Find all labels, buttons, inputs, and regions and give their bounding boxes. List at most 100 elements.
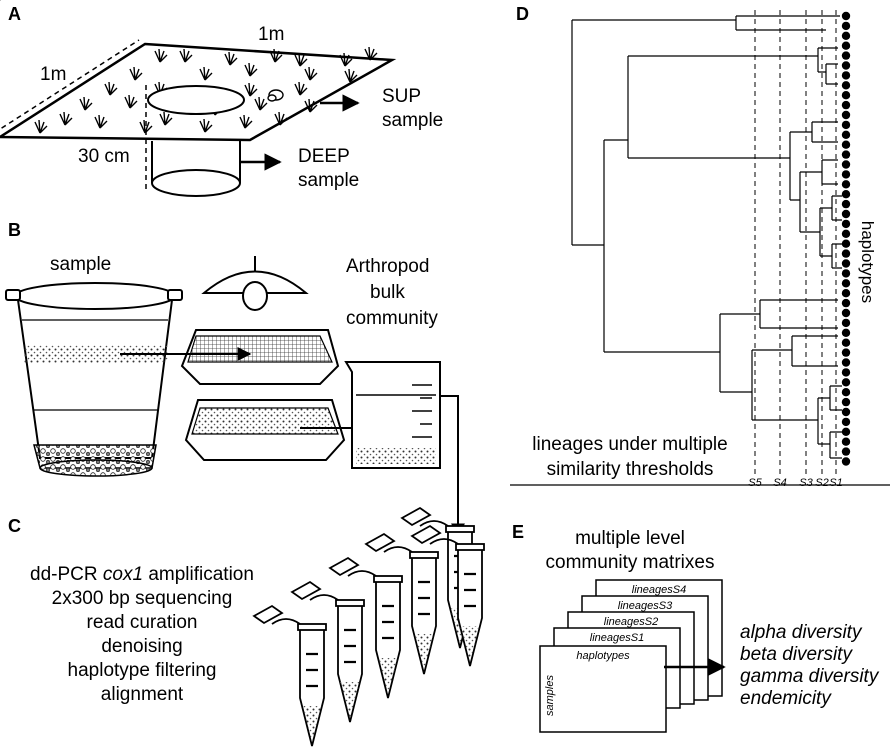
- mesh-tray: [180, 329, 340, 385]
- haplotype-dot: [841, 199, 851, 209]
- threshold-label: S4: [773, 477, 786, 489]
- haplotype-dot: [841, 269, 851, 278]
- panel-d-label: D: [516, 4, 529, 24]
- haplotype-dot: [841, 180, 851, 189]
- haplotype-dot: [841, 437, 851, 446]
- haplotype-dot: [841, 11, 851, 21]
- haplotype-dot: [841, 219, 851, 229]
- haplotype-dot: [841, 279, 851, 288]
- haplotype-dot: [841, 417, 851, 427]
- haplotype-dot: [841, 81, 851, 90]
- dim-left-label: 1m: [40, 64, 66, 85]
- matrix-layer-label: lineagesS3: [618, 600, 673, 612]
- deep-cylinder: [151, 141, 241, 197]
- haplotype-dot: [841, 130, 851, 139]
- haplotypes-axis-label: haplotypes: [858, 221, 877, 303]
- pipeline-steps: dd-PCR cox1 amplification 2x300 bp sequen…: [30, 564, 254, 705]
- panel-c-label: C: [8, 516, 21, 536]
- sup-label-2: sample: [382, 110, 443, 131]
- samples-axis-label: samples: [544, 675, 556, 716]
- threshold-label: S3: [799, 477, 813, 489]
- dim-top-label: 1m: [258, 24, 284, 45]
- haplotype-dot: [841, 31, 851, 40]
- haplotype-dot: [841, 407, 851, 417]
- haplotype-dot: [841, 120, 851, 130]
- pipeline-step-text: amplification: [143, 564, 254, 585]
- haplotype-dot: [841, 298, 851, 308]
- tree-branch: [627, 55, 818, 159]
- diversity-metric: alpha diversity: [740, 622, 863, 643]
- sup-label-1: SUP: [382, 86, 421, 107]
- haplotype-dot: [841, 229, 851, 238]
- haplotype-dot: [841, 338, 851, 347]
- haplotype-dot: [841, 447, 851, 456]
- haplotype-dot: [841, 140, 851, 149]
- pipeline-step-text: dd-PCR: [30, 564, 103, 585]
- bucket: [5, 282, 183, 477]
- haplotype-dot: [841, 91, 851, 100]
- tree-branch: [571, 19, 736, 246]
- haplotype-dot: [841, 328, 851, 337]
- haplotype-dot: [841, 308, 851, 318]
- haplotype-dot: [841, 348, 851, 357]
- panel-e: E multiple level community matrixes line…: [512, 522, 880, 733]
- community-label-2: bulk: [370, 282, 405, 303]
- pcr-tube-icon: [328, 556, 403, 699]
- haplotype-dot: [841, 249, 851, 258]
- tree-branch: [811, 121, 838, 143]
- matrix-layer: [539, 645, 667, 733]
- tree-branch: [603, 139, 720, 353]
- haplotype-dot: [841, 259, 851, 268]
- haplotype-dot: [841, 378, 851, 387]
- tree-branch: [817, 397, 830, 445]
- haplotype-dot: [841, 21, 851, 31]
- haplotype-dot: [841, 71, 851, 80]
- deep-label-2: sample: [298, 170, 359, 191]
- tree-branch: [751, 349, 818, 421]
- pipeline-step: alignment: [101, 684, 184, 705]
- haplotype-dot: [841, 61, 851, 70]
- sample-label: sample: [50, 254, 111, 275]
- haplotype-dot: [841, 51, 851, 60]
- tubes: [252, 506, 485, 747]
- haplotype-dot: [841, 190, 851, 199]
- haplotype-dot: [841, 209, 851, 219]
- lineages-label-1: lineages under multiple: [532, 434, 727, 455]
- lineages-label-2: similarity thresholds: [547, 459, 714, 480]
- beaker-to-tubes-arrow: [440, 395, 465, 538]
- lamp-icon: [201, 256, 309, 311]
- rock-icon: [267, 89, 284, 102]
- haplotype-dot: [841, 41, 851, 50]
- threshold-label: S2: [815, 477, 828, 489]
- pipeline-step: read curation: [87, 612, 198, 633]
- haplotype-tree: [571, 15, 842, 459]
- tree-branch: [789, 131, 812, 201]
- depth-label: 30 cm: [78, 146, 130, 167]
- tree-branch: [817, 47, 838, 85]
- tree-branch: [759, 299, 838, 329]
- deep-label-1: DEEP: [298, 146, 350, 167]
- panel-b-label: B: [8, 220, 21, 240]
- tree-branch: [719, 313, 760, 393]
- haplotype-dot: [841, 368, 851, 377]
- threshold-label: S1: [829, 477, 842, 489]
- haplotype-dot: [841, 318, 851, 328]
- pipeline-step: dd-PCR cox1 amplification: [30, 564, 254, 585]
- haplotype-dot: [841, 358, 851, 367]
- haplotype-dot: [841, 170, 851, 179]
- pipeline-step: 2x300 bp sequencing: [52, 588, 233, 609]
- beaker: [344, 361, 441, 469]
- panel-a-label: A: [8, 4, 21, 24]
- haplotype-dot: [841, 457, 851, 466]
- matrix-stack: lineagesS4lineagesS3lineagesS2lineagesS1…: [539, 579, 723, 733]
- community-label-3: community: [346, 308, 438, 329]
- pipeline-step: haplotype filtering: [68, 660, 217, 681]
- panel-e-label: E: [512, 522, 524, 542]
- pipeline-step-text: alignment: [101, 684, 184, 705]
- diversity-metric: endemicity: [740, 688, 832, 709]
- diversity-metric: beta diversity: [740, 644, 853, 665]
- pcr-tube-icon: [410, 524, 485, 667]
- tree-branch: [831, 195, 842, 269]
